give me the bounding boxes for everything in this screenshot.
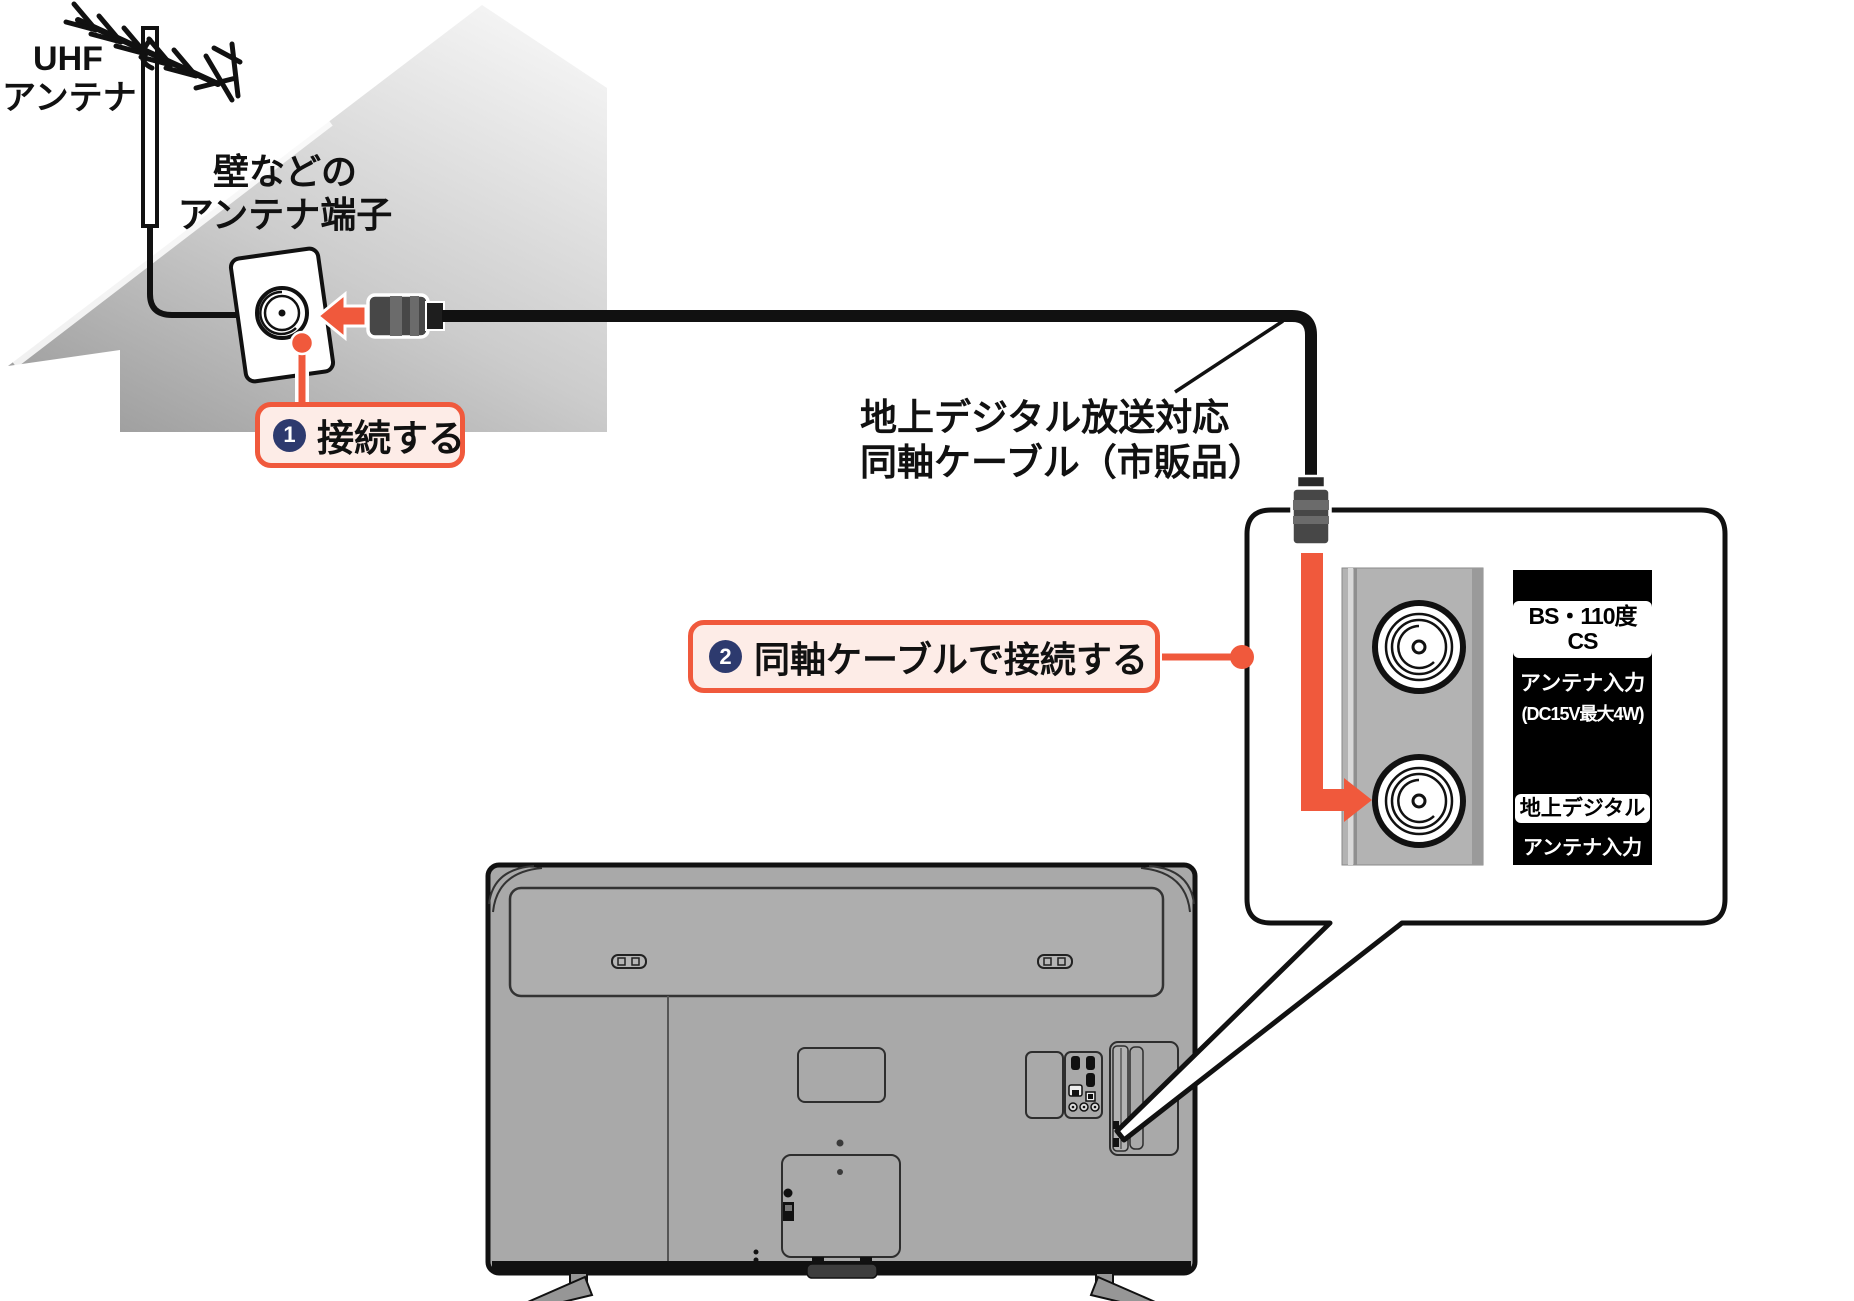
tv-connector-group-1 xyxy=(1025,1051,1064,1119)
tv-cover-panel xyxy=(781,1154,901,1258)
terminal-label-panel: BS・110度CS アンテナ入力 (DC15V最大4W) 地上デジタル アンテナ… xyxy=(1513,570,1652,865)
terrestrial-title: 地上デジタル xyxy=(1514,793,1651,823)
insert-arrow-icon xyxy=(315,290,368,342)
f-connector-icon xyxy=(366,293,445,339)
tv-button-cluster-right xyxy=(1037,954,1073,969)
bs-cs-subtitle: アンテナ入力 xyxy=(1519,671,1646,695)
step2-badge: 2 xyxy=(709,640,742,673)
step2-callout: 2 同軸ケーブルで接続する xyxy=(688,620,1160,693)
step2-label: 同軸ケーブルで接続する xyxy=(754,638,1148,680)
coax-cable-label: 地上デジタル放送対応同軸ケーブル（市販品） xyxy=(860,397,1265,483)
tv-connector-group-2 xyxy=(1064,1051,1103,1119)
bs-cs-terminal-icon xyxy=(1372,600,1466,694)
terrestrial-terminal-icon xyxy=(1372,754,1466,848)
cable-label-leader xyxy=(1174,319,1284,394)
antenna-cable xyxy=(147,224,240,318)
tv-vesa-label xyxy=(797,1047,886,1103)
route-arrow-icon xyxy=(1301,553,1372,822)
tv-button-cluster-left xyxy=(611,954,647,969)
step1-callout: 1 接続する xyxy=(255,402,465,468)
f-connector-2-icon xyxy=(1290,474,1332,547)
tv-stand-bracket xyxy=(806,1257,878,1279)
step2-leader xyxy=(1162,645,1254,669)
terrestrial-subtitle: アンテナ入力 xyxy=(1522,836,1643,859)
step1-label: 接続する xyxy=(317,418,465,459)
wall-terminal-label: 壁などのアンテナ端子 xyxy=(177,151,393,235)
tv-speaker-bar xyxy=(508,886,1165,998)
tv-rear-illustration xyxy=(485,862,1198,1301)
bs-cs-power-note: (DC15V最大4W) xyxy=(1521,703,1644,724)
step1-badge: 1 xyxy=(273,418,306,452)
bs-cs-title: BS・110度CS xyxy=(1513,601,1652,658)
tv-stand-feet xyxy=(527,1272,1156,1301)
coax-cable xyxy=(442,310,1317,482)
house-shape xyxy=(8,5,607,432)
step1-leader xyxy=(289,330,315,407)
